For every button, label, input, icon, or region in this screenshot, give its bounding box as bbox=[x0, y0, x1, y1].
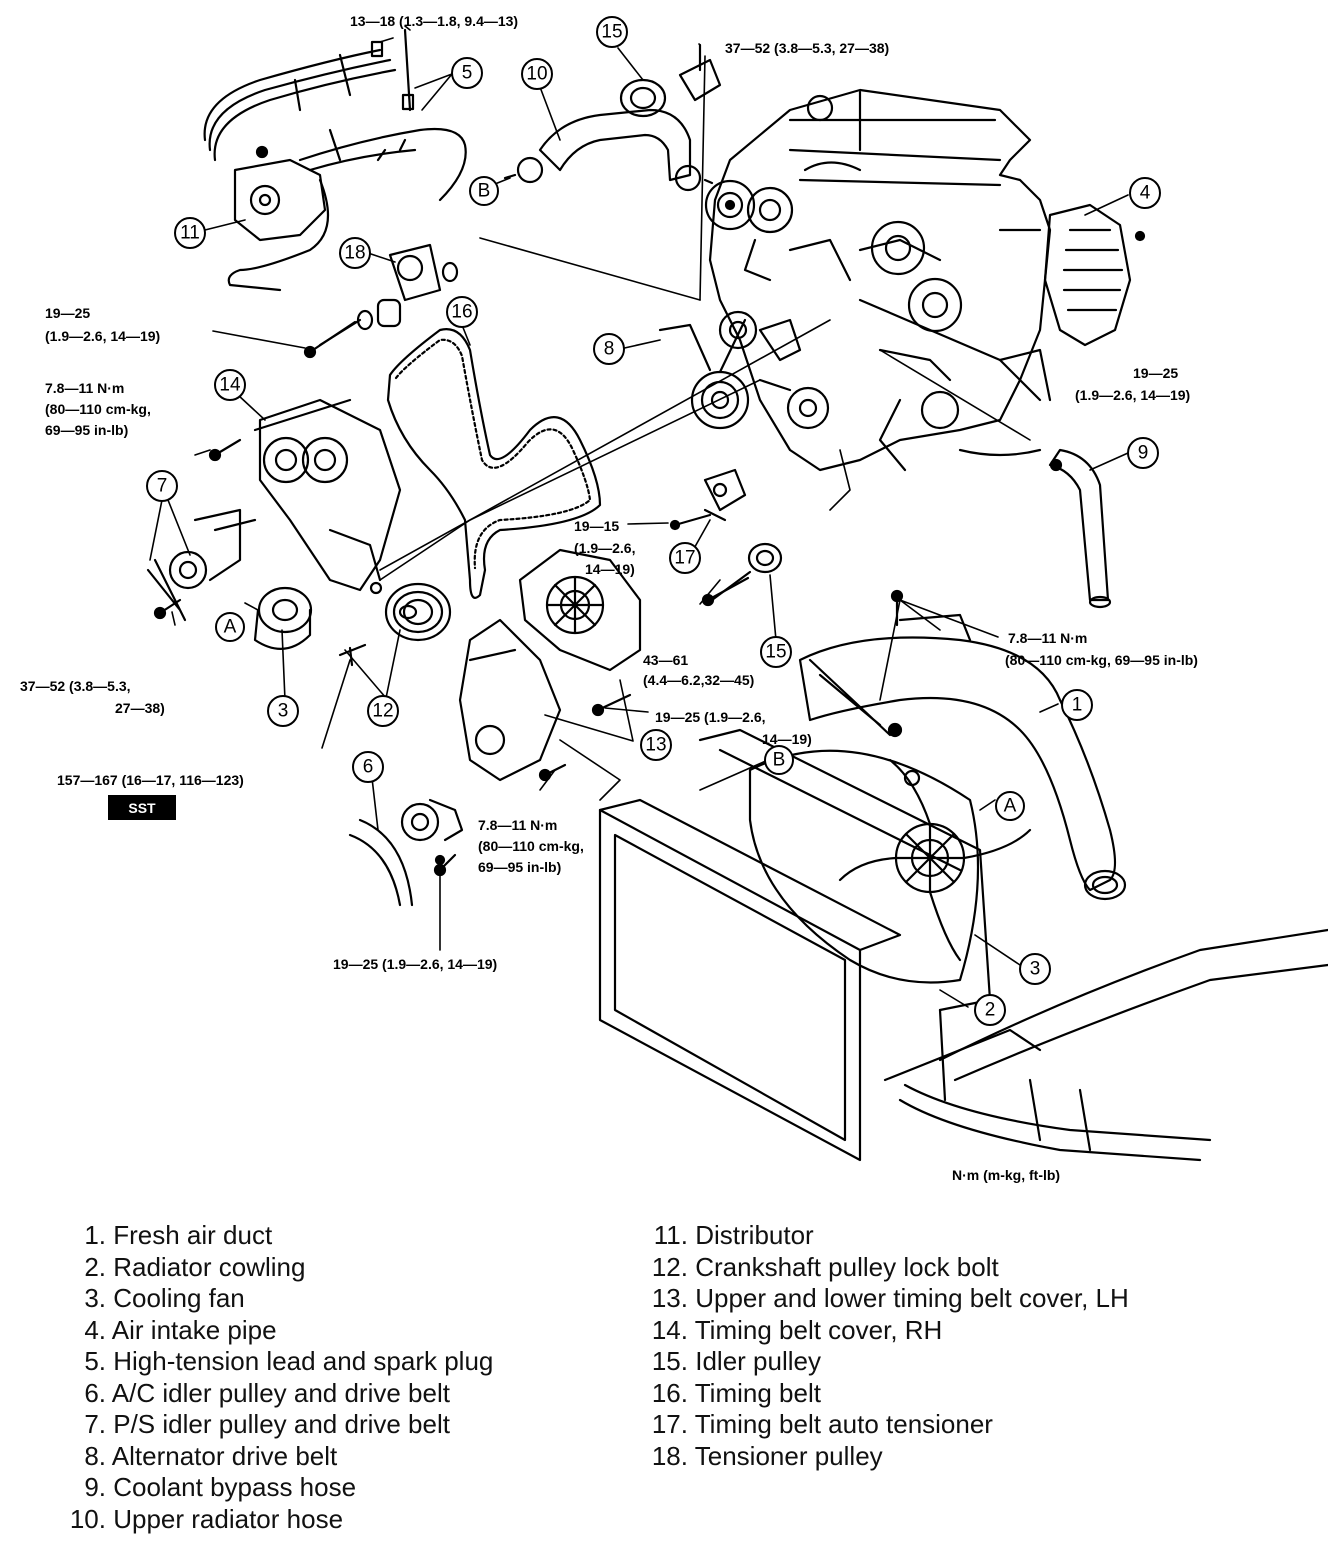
torque-lower-cover-3: 69—95 in-lb) bbox=[478, 859, 561, 875]
legend-column-right: 11. Distributor 12. Crankshaft pulley lo… bbox=[640, 1220, 1280, 1472]
callout-16: 16 bbox=[451, 302, 472, 323]
callout-15: 15 bbox=[601, 22, 622, 43]
torque-cover-rh-1: 7.8—11 N·m bbox=[45, 380, 124, 396]
callout-11: 11 bbox=[180, 223, 200, 244]
callout-letter-a-lower: A bbox=[1004, 796, 1017, 817]
leader-lines bbox=[149, 25, 1129, 1008]
torque-labels: 13—18 (1.3—1.8, 9.4—13) 37—52 (3.8—5.3, … bbox=[20, 13, 1198, 1183]
torque-idler-lower-1: 43—61 bbox=[643, 652, 688, 668]
radiator-cowling-and-fan bbox=[748, 749, 1032, 984]
bolts bbox=[153, 320, 1063, 877]
legend-item: 5. High-tension lead and spark plug bbox=[84, 1346, 494, 1376]
legend-item: 16. Timing belt bbox=[651, 1377, 821, 1408]
torque-ps-idler-2: 27—38) bbox=[115, 700, 165, 716]
torque-lower-cover-1: 7.8—11 N·m bbox=[478, 817, 557, 833]
callout-10: 10 bbox=[526, 64, 547, 85]
crankshaft-pulley bbox=[253, 582, 452, 667]
legend-column-left: 1. Fresh air duct 2. Radiator cowling 3.… bbox=[62, 1220, 622, 1535]
timing-belt-cover-rh bbox=[253, 398, 402, 595]
torque-crank-bolt: 157—167 (16—17, 116—123) bbox=[57, 772, 244, 788]
legend-item: 10. Upper radiator hose bbox=[69, 1503, 344, 1534]
legend-item: 8. Alternator drive belt bbox=[84, 1440, 338, 1471]
callout-5: 5 bbox=[462, 63, 473, 84]
callout-9: 9 bbox=[1138, 443, 1149, 464]
air-intake-pipe bbox=[1043, 203, 1146, 347]
torque-tensioner-bolt-2: (1.9—2.6, 14—19) bbox=[45, 328, 160, 344]
radiator bbox=[598, 728, 1042, 1162]
legend-item: 9. Coolant bypass hose bbox=[84, 1472, 357, 1502]
callout-letter-a: A bbox=[224, 617, 237, 638]
callout-1: 1 bbox=[1072, 695, 1083, 716]
torque-ps-idler-1: 37—52 (3.8—5.3, bbox=[20, 678, 131, 694]
sst-label: SST bbox=[128, 800, 156, 816]
camshaft-pulleys bbox=[704, 179, 963, 333]
legend-item: 17. Timing belt auto tensioner bbox=[651, 1409, 993, 1439]
torque-cover-rh-3: 69—95 in-lb) bbox=[45, 422, 128, 438]
sst-badge bbox=[108, 795, 176, 820]
callout-letter-b-lower: B bbox=[773, 750, 786, 771]
legend-item: 11. Distributor bbox=[653, 1220, 814, 1250]
parts-legend: 1. Fresh air duct 2. Radiator cowling 3.… bbox=[0, 1220, 1328, 1550]
ac-idler-pulley bbox=[348, 798, 464, 907]
callout-3: 3 bbox=[278, 701, 289, 722]
distributor-and-leads bbox=[203, 28, 467, 292]
legend-item: 13. Upper and lower timing belt cover, L… bbox=[651, 1283, 1129, 1313]
callout-numbers: 15 10 5 4 11 18 16 8 14 9 7 17 3 12 15 1… bbox=[157, 22, 1151, 1021]
engine-block bbox=[708, 88, 1052, 472]
legend-item: 15. Idler pulley bbox=[651, 1346, 821, 1376]
legend-item: 12. Crankshaft pulley lock bolt bbox=[651, 1251, 999, 1282]
callout-letter-b: B bbox=[478, 181, 491, 202]
callout-17: 17 bbox=[674, 548, 695, 569]
timing-belt-cover-lh bbox=[458, 548, 642, 782]
callout-15-lower: 15 bbox=[765, 642, 786, 663]
engine-front-pulleys bbox=[658, 310, 830, 430]
auto-tensioner bbox=[703, 468, 747, 522]
callout-2: 2 bbox=[985, 1000, 996, 1021]
legend-item: 14. Timing belt cover, RH bbox=[651, 1314, 943, 1345]
legend-item: 6. A/C idler pulley and drive belt bbox=[84, 1377, 450, 1408]
callout-circles bbox=[146, 16, 1161, 1026]
legend-item: 3. Cooling fan bbox=[84, 1283, 245, 1313]
vehicle-body bbox=[898, 928, 1328, 1162]
torque-lower-cover-2: (80—110 cm-kg, bbox=[478, 838, 584, 854]
ps-idler-pulley bbox=[146, 508, 257, 622]
torque-auto-tensioner-2: (1.9—2.6, bbox=[574, 540, 635, 556]
torque-auto-tensioner-1: 19—15 bbox=[574, 518, 619, 534]
torque-cover-lh-1: 19—25 (1.9—2.6, bbox=[655, 709, 766, 725]
torque-idler-lower-2: (4.4—6.2,32—45) bbox=[643, 672, 754, 688]
callout-8: 8 bbox=[604, 339, 615, 360]
callout-7: 7 bbox=[157, 476, 168, 497]
legend-item: 18. Tensioner pulley bbox=[651, 1440, 883, 1471]
callout-6: 6 bbox=[363, 757, 374, 778]
legend-item: 7. P/S idler pulley and drive belt bbox=[84, 1409, 450, 1439]
timing-belt bbox=[386, 328, 602, 599]
torque-ac-idler: 19—25 (1.9—2.6, 14—19) bbox=[333, 956, 497, 972]
callout-14: 14 bbox=[219, 375, 241, 396]
letter-labels: B A B A bbox=[224, 181, 1017, 817]
callout-18: 18 bbox=[344, 243, 365, 264]
callout-4: 4 bbox=[1140, 183, 1151, 204]
torque-spark-plug: 13—18 (1.3—1.8, 9.4—13) bbox=[350, 13, 518, 29]
fresh-air-duct bbox=[798, 613, 1127, 901]
torque-air-duct-1: 7.8—11 N·m bbox=[1008, 630, 1087, 646]
torque-tensioner-bolt-1: 19—25 bbox=[45, 305, 90, 321]
torque-units-note: N·m (m-kg, ft-lb) bbox=[952, 1167, 1060, 1183]
torque-idler-bracket: 37—52 (3.8—5.3, 27—38) bbox=[725, 40, 889, 56]
callout-3-fan: 3 bbox=[1030, 959, 1041, 980]
letter-circles bbox=[215, 176, 1025, 821]
legend-item: 4. Air intake pipe bbox=[84, 1314, 277, 1345]
coolant-bypass-hose bbox=[1048, 448, 1112, 609]
exploded-engine-diagram: 15 10 5 4 11 18 16 8 14 9 7 17 3 12 15 1… bbox=[20, 13, 1328, 1183]
callout-12: 12 bbox=[372, 701, 393, 722]
torque-air-duct-2: (80—110 cm-kg, 69—95 in-lb) bbox=[1005, 652, 1198, 668]
torque-intake-1: 19—25 bbox=[1133, 365, 1178, 381]
callout-13: 13 bbox=[645, 735, 666, 756]
torque-auto-tensioner-3: 14—19) bbox=[585, 561, 635, 577]
torque-intake-2: (1.9—2.6, 14—19) bbox=[1075, 387, 1190, 403]
legend-item: 1. Fresh air duct bbox=[84, 1220, 273, 1250]
legend-item: 2. Radiator cowling bbox=[84, 1251, 306, 1282]
upper-radiator-hose bbox=[503, 108, 714, 192]
torque-cover-rh-2: (80—110 cm-kg, bbox=[45, 401, 151, 417]
torque-cover-lh-2: 14—19) bbox=[762, 731, 812, 747]
